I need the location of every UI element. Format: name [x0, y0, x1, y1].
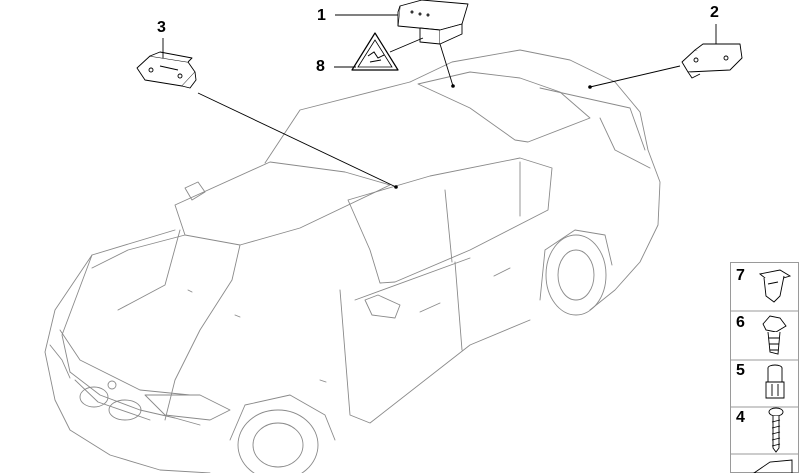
sensor-module-part: [136, 51, 197, 89]
push-clip-icon: [758, 269, 792, 303]
leader-endpoints: [394, 84, 592, 189]
leader-lines: [162, 14, 717, 188]
control-unit-part: [397, 0, 469, 45]
callout-8: 8: [316, 58, 325, 75]
car-body-outline: [44, 49, 661, 473]
receiver-module-part: [681, 43, 743, 79]
cut-corner-bracket-icon: [753, 459, 793, 473]
side-part-number-4: 4: [736, 409, 745, 426]
small-parts-panel: 7 6 5 4: [730, 262, 799, 473]
small-parts-grid: [730, 262, 799, 473]
warning-label-part: [351, 32, 399, 71]
callout-1: 1: [317, 7, 326, 24]
side-part-number-6: 6: [736, 314, 745, 331]
callout-3: 3: [157, 19, 166, 36]
screw-icon: [768, 407, 784, 453]
callout-2: 2: [710, 4, 719, 21]
expanding-rivet-icon: [762, 315, 787, 355]
side-part-number-7: 7: [736, 267, 745, 284]
spreader-nut-icon: [765, 364, 785, 399]
side-part-number-5: 5: [736, 362, 745, 379]
